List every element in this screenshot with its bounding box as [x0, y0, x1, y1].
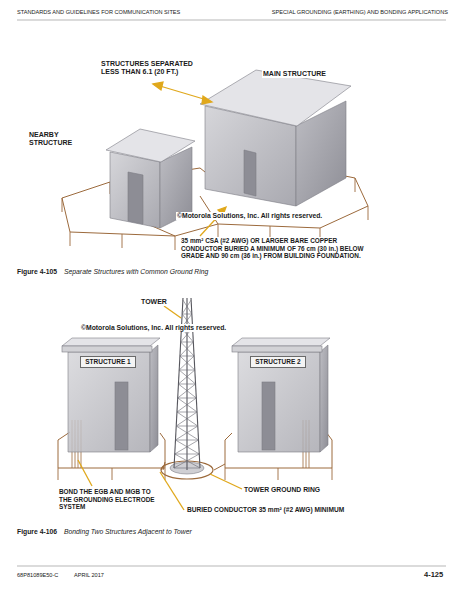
figure-number: Figure 4-106 [17, 528, 57, 536]
structure-2-building [232, 338, 330, 452]
callout-label: MAIN STRUCTURE [262, 70, 327, 78]
figure-caption: Separate Structures with Common Ground R… [64, 268, 208, 276]
page-number: 4-125 [424, 570, 443, 579]
structure-name: STRUCTURE 1 [84, 358, 132, 365]
footer-rule [17, 566, 446, 567]
leader-lines [78, 306, 242, 510]
running-header: STANDARDS AND GUIDELINES FOR COMMUNICATI… [17, 9, 180, 16]
structure-name: STRUCTURE 2 [254, 358, 302, 365]
document-number: 68P81089E50-C [17, 572, 58, 579]
callout-label: NEARBY STRUCTURE [28, 131, 82, 148]
structure-label-box: STRUCTURE 2 [250, 356, 306, 368]
main-structure [200, 70, 351, 206]
callout-label: TOWER [140, 298, 168, 306]
header-rule [17, 20, 446, 21]
running-header: SPECIAL GROUNDING (EARTHING) AND BONDING… [258, 9, 448, 16]
callout-note: 35 mm² CSA (#2 AWG) OR LARGER BARE COPPE… [180, 237, 368, 260]
copyright-notice: ©Motorola Solutions, Inc. All rights res… [80, 324, 227, 332]
callout-label: TOWER GROUND RING [243, 486, 321, 494]
callout-label: BURIED CONDUCTOR 35 mm² (#2 AWG) MINIMUM [186, 506, 345, 514]
callout-label: STRUCTURES SEPARATED LESS THAN 6.1 (20 F… [100, 60, 194, 77]
structure-1-building [62, 338, 160, 452]
document-date: APRIL 2017 [74, 572, 104, 579]
copyright-notice: ©Motorola Solutions, Inc. All rights res… [176, 212, 323, 220]
structure-label-box: STRUCTURE 1 [80, 356, 136, 368]
figure-caption: Bonding Two Structures Adjacent to Tower [64, 528, 192, 536]
callout-note: BOND THE EGB AND MGB TO THE GROUNDING EL… [58, 488, 156, 511]
figure-number: Figure 4-105 [17, 268, 57, 276]
